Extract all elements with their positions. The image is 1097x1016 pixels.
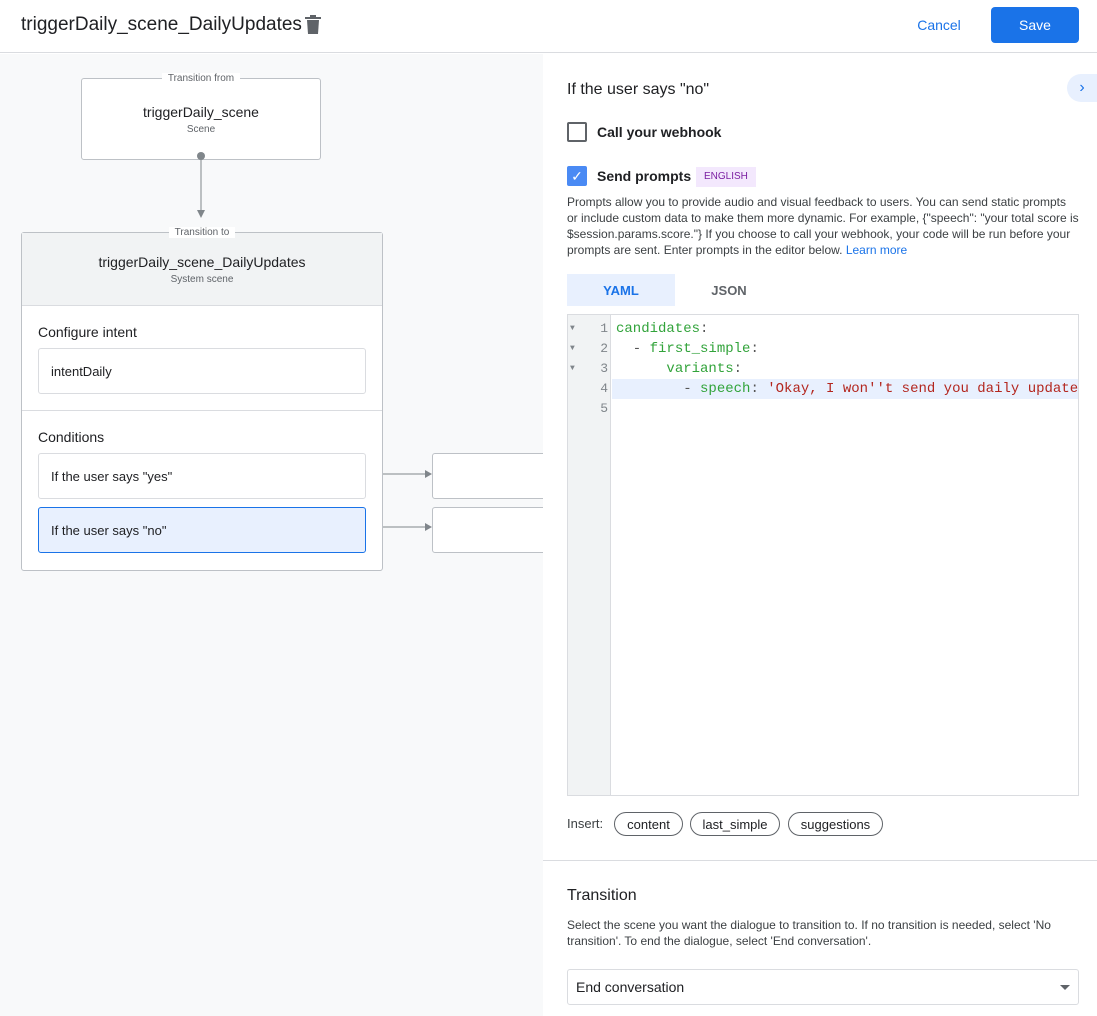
language-badge: ENGLISH	[696, 167, 756, 187]
webhook-label: Call your webhook	[597, 124, 722, 140]
configure-intent-label: Configure intent	[38, 324, 137, 340]
node-type: Scene	[186, 124, 216, 135]
chevron-right-icon[interactable]: ›	[1067, 74, 1097, 102]
webhook-checkbox[interactable]	[567, 122, 587, 142]
insert-label: Insert:	[567, 816, 604, 831]
description-text: Prompts allow you to provide audio and v…	[567, 195, 1079, 257]
conditions-label: Conditions	[38, 429, 105, 445]
insert-chip-content[interactable]: content	[614, 812, 683, 836]
panel-heading: If the user says "no"	[567, 81, 710, 98]
code-key: variants	[666, 361, 734, 377]
save-button[interactable]: Save	[991, 7, 1079, 43]
fold-icon[interactable]: ▼	[570, 364, 575, 373]
flow-canvas[interactable]: Transition from triggerDaily_scene Scene…	[0, 54, 543, 1016]
dropdown-arrow-icon	[1060, 985, 1070, 990]
transition-select[interactable]: End conversation	[567, 969, 1079, 1005]
condition-no-target[interactable]	[432, 507, 543, 553]
transition-to-node: Transition to triggerDaily_scene_DailyUp…	[21, 227, 383, 571]
code-key: first_simple	[649, 341, 751, 357]
transition-description: Select the scene you want the dialogue t…	[567, 918, 1051, 948]
node-tag: Transition from	[161, 73, 241, 84]
insert-chip-last-simple[interactable]: last_simple	[690, 812, 780, 836]
node-tag: Transition to	[168, 227, 236, 238]
node-name: triggerDaily_scene_DailyUpdates	[98, 254, 306, 270]
cancel-button[interactable]: Cancel	[917, 17, 961, 33]
transition-from-node[interactable]: Transition from triggerDaily_scene Scene	[81, 73, 321, 160]
fold-icon[interactable]: ▼	[570, 344, 575, 353]
trash-icon[interactable]	[305, 15, 321, 34]
details-panel: › If the user says "no"	[543, 54, 1097, 1016]
condition-no[interactable]: If the user says "no"	[38, 507, 366, 553]
node-type: System scene	[170, 274, 234, 285]
insert-chip-suggestions[interactable]: suggestions	[788, 812, 883, 836]
line-gutter	[568, 315, 611, 795]
code-key: candidates	[616, 321, 701, 337]
selected-value: End conversation	[576, 979, 685, 995]
condition-yes-target[interactable]	[432, 453, 543, 499]
node-name: triggerDaily_scene	[143, 104, 259, 120]
send-prompts-checkbox[interactable]: ✓	[567, 166, 587, 186]
code-key: speech	[700, 381, 751, 397]
page-title: triggerDaily_scene_DailyUpdates	[21, 14, 302, 35]
intent-field[interactable]: intentDaily	[38, 348, 366, 394]
learn-more-link[interactable]: Learn more	[845, 243, 908, 257]
top-bar: triggerDaily_scene_DailyUpdates Cancel S…	[0, 0, 1097, 53]
fold-icon[interactable]: ▼	[570, 324, 575, 333]
tab-json[interactable]: JSON	[711, 282, 747, 298]
prompts-description: Prompts allow you to provide audio and v…	[567, 194, 1079, 258]
tab-yaml[interactable]: YAML	[567, 274, 675, 306]
transition-title: Transition	[567, 887, 637, 904]
send-prompts-label: Send prompts	[597, 168, 692, 184]
condition-yes[interactable]: If the user says "yes"	[38, 453, 366, 499]
code-value: 'Okay, I won''t send you daily update	[767, 381, 1078, 397]
divider	[543, 860, 1097, 861]
